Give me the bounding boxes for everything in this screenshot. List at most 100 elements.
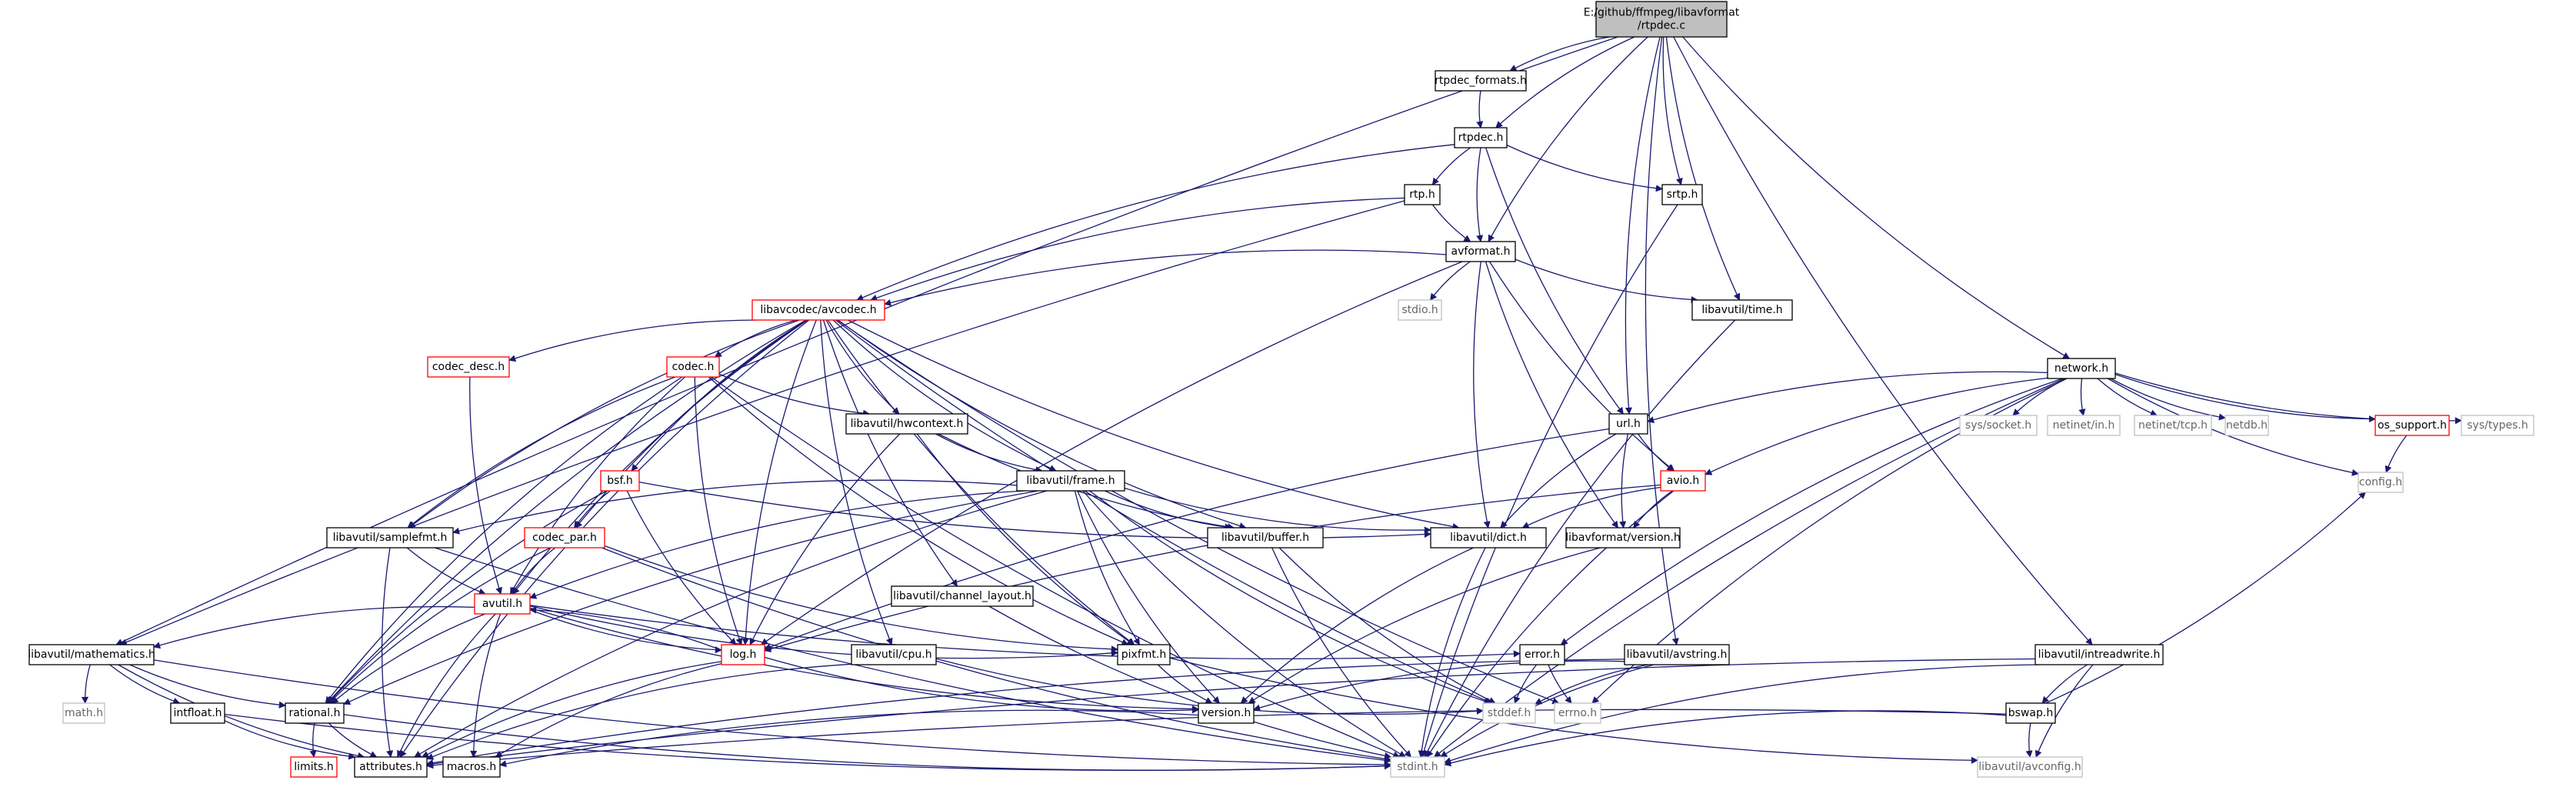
edge-avformat-to-time	[1515, 258, 1698, 304]
node-srtp[interactable]: srtp.h	[1661, 184, 1703, 205]
edge-hwcontext-to-pixfmt	[916, 433, 1135, 645]
node-os_support-label: os_support.h	[2378, 419, 2447, 432]
edge-codec_desc-to-avutil	[469, 376, 503, 595]
edge-avcodec-to-stddef	[835, 319, 1493, 704]
node-codec_par-label: codec_par.h	[532, 532, 597, 544]
node-codec_par[interactable]: codec_par.h	[524, 527, 605, 549]
node-dict-label: libavutil/dict.h	[1450, 532, 1527, 544]
node-error[interactable]: error.h	[1519, 644, 1565, 665]
node-rtpdec[interactable]: rtpdec.h	[1454, 127, 1508, 148]
node-avutil[interactable]: avutil.h	[474, 593, 531, 615]
node-samplefmt-label: libavutil/samplefmt.h	[333, 532, 448, 544]
node-os_support[interactable]: os_support.h	[2374, 415, 2450, 436]
node-avutil-label: avutil.h	[482, 598, 522, 610]
node-math-box	[62, 702, 105, 724]
node-config: config.h	[2358, 472, 2404, 493]
node-frame[interactable]: libavutil/frame.h	[1016, 470, 1125, 492]
node-intreadwrite[interactable]: libavutil/intreadwrite.h	[2034, 644, 2164, 665]
node-time[interactable]: libavutil/time.h	[1691, 299, 1793, 321]
node-log[interactable]: log.h	[721, 644, 765, 665]
edge-avformat-to-avcodec	[884, 249, 1447, 306]
node-limits[interactable]: limits.h	[290, 756, 338, 778]
node-netinet_in-label: netinet/in.h	[2053, 419, 2115, 432]
edge-avformat-to-stdio	[1429, 261, 1471, 301]
node-root: E:/github/ffmpeg/libavformat/rtpdec.c	[1584, 1, 1740, 38]
node-frame-label: libavutil/frame.h	[1026, 475, 1115, 487]
node-rtp[interactable]: rtp.h	[1404, 184, 1441, 205]
edge-avcodec-to-rational	[326, 319, 807, 704]
node-bsf[interactable]: bsf.h	[600, 470, 640, 492]
node-rational[interactable]: rational.h	[285, 702, 345, 724]
node-pixfmt-box	[1117, 644, 1171, 665]
node-codec[interactable]: codec.h	[666, 356, 720, 378]
edge-rtp-to-mathematics	[119, 200, 1405, 645]
node-log-box	[721, 644, 765, 665]
node-avcodec[interactable]: libavcodec/avcodec.h	[751, 299, 885, 321]
node-samplefmt[interactable]: libavutil/samplefmt.h	[326, 527, 454, 549]
edge-avutil-to-pixfmt	[529, 605, 1118, 659]
node-lavf_version[interactable]: libavformat/version.h	[1565, 527, 1681, 549]
edge-bsf-to-rational	[327, 490, 608, 704]
node-errno-label: errno.h	[1558, 707, 1597, 719]
node-version-label: version.h	[1201, 707, 1251, 719]
edge-intreadwrite-to-bswap	[2041, 664, 2088, 704]
node-stdint: stdint.h	[1390, 756, 1445, 778]
node-macros-label: macros.h	[447, 761, 497, 773]
node-rtp-label: rtp.h	[1409, 188, 1435, 201]
edge-lavf_version-to-version	[1248, 547, 1601, 704]
edge-mathematics-to-rational	[129, 664, 286, 709]
node-attributes[interactable]: attributes.h	[354, 756, 428, 778]
edge-avcodec-to-cpu	[820, 319, 893, 645]
node-avstring[interactable]: libavutil/avstring.h	[1624, 644, 1730, 665]
node-socket-label: sys/socket.h	[1965, 419, 2031, 432]
node-errno-box	[1554, 702, 1601, 724]
node-codec_desc-box	[427, 356, 510, 378]
edge-rtpdec_formats-to-rtpdec	[1476, 90, 1484, 128]
node-cpu[interactable]: libavutil/cpu.h	[851, 644, 937, 665]
edge-samplefmt-to-attributes	[381, 547, 394, 758]
node-url[interactable]: url.h	[1608, 413, 1648, 435]
edge-root-to-avformat	[1488, 36, 1648, 242]
node-network[interactable]: network.h	[2047, 358, 2116, 379]
edge-mathematics-to-math	[81, 664, 91, 704]
edge-pixfmt-to-avconfig	[1169, 657, 1978, 764]
node-netdb-box	[2224, 415, 2269, 436]
edge-bswap-to-config	[2045, 492, 2366, 704]
edge-rtpdec-to-url	[1485, 147, 1624, 415]
node-error-label: error.h	[1525, 649, 1560, 661]
edge-avformat-to-avio	[1488, 261, 1675, 472]
node-intfloat[interactable]: intfloat.h	[170, 702, 225, 724]
node-buffer[interactable]: libavutil/buffer.h	[1207, 527, 1324, 549]
edge-avstring-to-version	[1253, 660, 1625, 712]
node-bswap[interactable]: bswap.h	[2005, 702, 2056, 724]
edge-intreadwrite-to-avconfig	[2034, 664, 2094, 758]
node-samplefmt-box	[326, 527, 454, 549]
node-avformat[interactable]: avformat.h	[1445, 241, 1516, 262]
edge-log-to-avutil	[529, 606, 722, 651]
node-rtpdec_formats[interactable]: rtpdec_formats.h	[1435, 70, 1527, 92]
node-macros[interactable]: macros.h	[442, 756, 501, 778]
node-version[interactable]: version.h	[1198, 702, 1255, 724]
node-channel_layout[interactable]: libavutil/channel_layout.h	[891, 585, 1034, 607]
edge-error-to-stddef	[1513, 664, 1538, 704]
edge-avio-to-dict	[1521, 486, 1661, 529]
node-hwcontext[interactable]: libavutil/hwcontext.h	[845, 413, 968, 435]
edge-rtp-to-avcodec	[870, 197, 1405, 302]
node-rtpdec-label: rtpdec.h	[1458, 132, 1504, 144]
edge-intreadwrite-to-stdint	[1444, 664, 2039, 764]
edge-dict-to-version	[1240, 547, 1474, 704]
edge-dict-to-stdint	[1418, 547, 1486, 758]
node-codec_desc[interactable]: codec_desc.h	[427, 356, 510, 378]
node-srtp-box	[1661, 184, 1703, 205]
node-avio[interactable]: avio.h	[1660, 470, 1706, 492]
edge-rtpdec-to-avcodec	[856, 144, 1455, 301]
node-macros-box	[442, 756, 501, 778]
node-dict[interactable]: libavutil/dict.h	[1430, 527, 1547, 549]
node-netinet_tcp-label: netinet/tcp.h	[2138, 419, 2208, 432]
edge-avcodec-to-dict	[848, 319, 1460, 530]
node-rtp-box	[1404, 184, 1441, 205]
node-pixfmt[interactable]: pixfmt.h	[1117, 644, 1171, 665]
node-avio-box	[1660, 470, 1706, 492]
node-mathematics[interactable]: libavutil/mathematics.h	[28, 644, 155, 665]
